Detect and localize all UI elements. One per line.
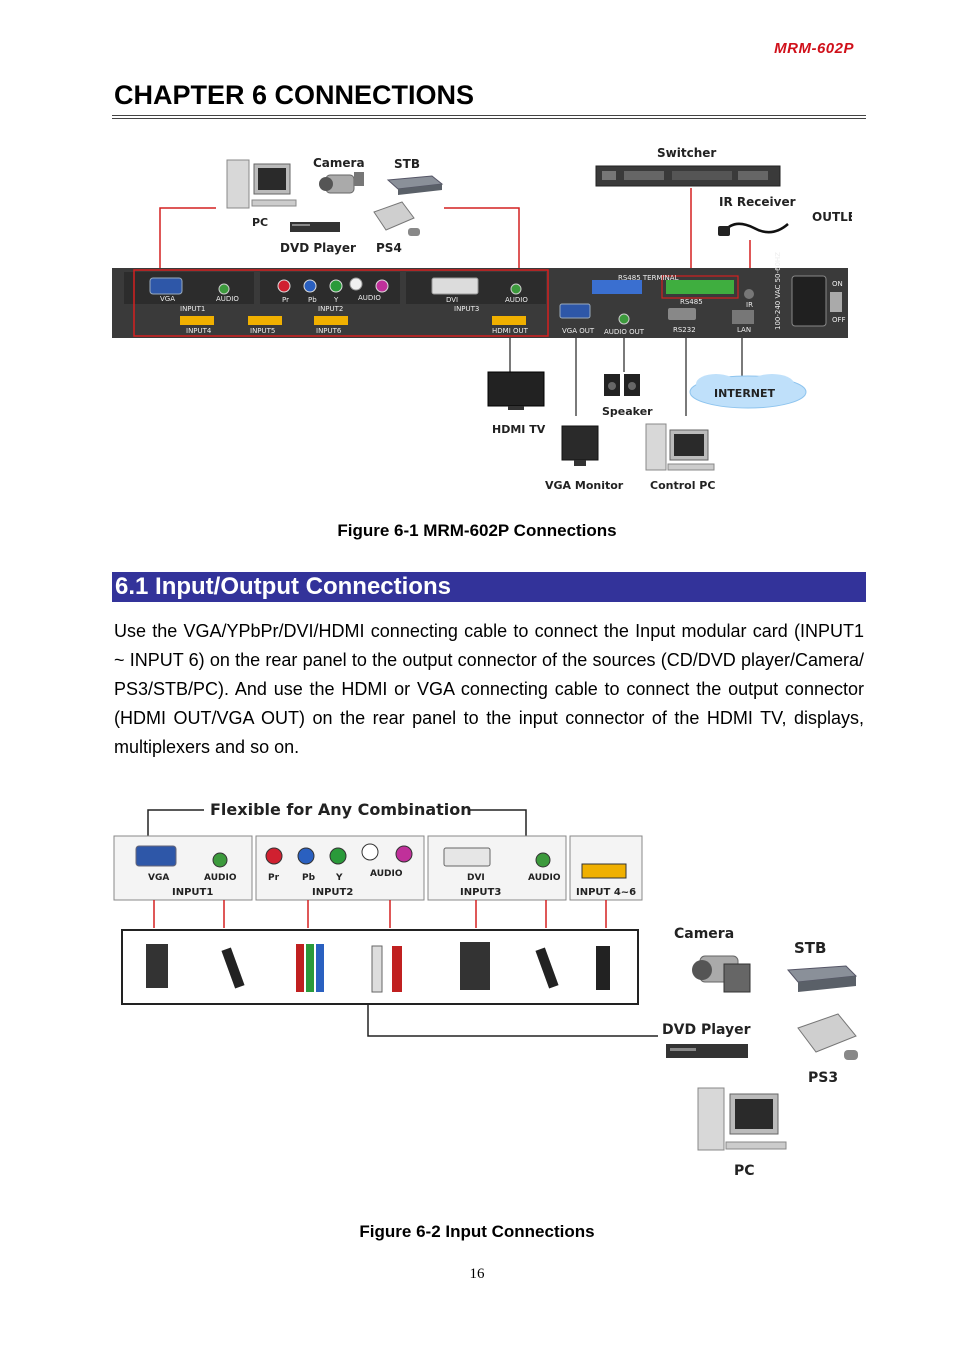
vga-monitor-icon [561,425,599,466]
panel-rs232-label: RS232 [673,326,696,334]
internet-cloud-icon [689,374,807,409]
input-card-4-6 [569,835,643,901]
input-cables [153,900,607,928]
hdmi-tv-icon [487,371,545,410]
vga-monitor-label: VGA Monitor [545,479,624,492]
switcher-device-icon [595,165,781,187]
input-card-2 [255,835,425,901]
figure2-caption: Figure 6-2 Input Connections [359,1222,595,1241]
panel-input3-label: INPUT3 [454,305,479,313]
speaker-label: Speaker [602,405,653,418]
fig2-stb-icon [786,965,858,992]
panel-vga-label: VGA [160,295,175,303]
camera-label: Camera [313,156,365,170]
device-link-line [367,1004,658,1037]
section-title: 6.1 Input/Output Connections [115,573,451,600]
header-rule-lower [112,118,866,119]
stb-device-icon [386,175,444,195]
speaker-icon [604,374,640,396]
header-model-tag: MRM-602P [774,40,854,57]
fig2-pc-label: PC [734,1163,755,1176]
switcher-label: Switcher [657,146,716,160]
outlet-label: OUTLET [812,210,852,224]
card-pb-label: Pb [302,873,316,883]
panel-input5-label: INPUT5 [250,327,275,335]
figure-input-connections-diagram: Flexible for Any Combination VGA AUDIO I… [113,800,858,1176]
fig2-camera-icon [692,955,751,993]
fig2-dvd-icon [666,1044,748,1058]
card-y-label: Y [335,873,343,883]
fig2-pc-icon [697,1087,787,1151]
figure-connections-diagram: Camera STB PC DVD Player PS4 Switcher IR… [112,146,852,492]
section-paragraph: Use the VGA/YPbPr/DVI/HDMI connecting ca… [114,621,864,757]
card-pr-label: Pr [268,873,280,883]
rear-panel: VGA AUDIO Pr Pb Y AUDIO DVI AUDIO INPUT1… [112,252,848,338]
fig2-ps3-label: PS3 [808,1070,838,1086]
card-input3-label: INPUT3 [460,887,501,898]
panel-input1-label: INPUT1 [180,305,205,313]
panel-pr-label: Pr [282,296,289,304]
dvd-device-icon [290,222,340,232]
page-number: 16 [469,1266,485,1282]
camera-device-icon [319,172,364,194]
card-audio-label: AUDIO [204,873,237,883]
panel-hdmi-out-label: HDMI OUT [492,327,529,335]
card-audio2-label: AUDIO [370,869,403,879]
card-vga-label: VGA [148,873,169,883]
fig2-stb-label: STB [794,939,826,957]
panel-off-label: OFF [832,316,846,324]
panel-input6-label: INPUT6 [316,327,342,335]
panel-audio-label: AUDIO [216,295,239,303]
panel-vga-out-label: VGA OUT [562,327,595,335]
card-input2-label: INPUT2 [312,887,353,898]
control-pc-icon [645,423,715,471]
panel-ir-label: IR [746,301,753,309]
panel-input4-label: INPUT4 [186,327,212,335]
fig2-camera-label: Camera [674,926,734,942]
chapter-title: CHAPTER 6 CONNECTIONS [114,80,475,110]
panel-on-label: ON [832,280,843,288]
internet-label: INTERNET [714,387,776,400]
panel-y-label: Y [333,296,339,304]
panel-rs485-label: RS485 [680,298,703,306]
control-pc-label: Control PC [650,479,715,492]
hdmi-tv-label: HDMI TV [492,423,546,436]
panel-rs485-terminal-label: RS485 TERMINAL [618,274,679,282]
ps4-label: PS4 [376,241,402,255]
panel-power-rating-label: 100-240 VAC 50-60HZ [774,252,782,330]
input-card-3 [427,835,567,901]
fig2-ps3-icon [797,1013,858,1060]
fig2-dvd-label: DVD Player [662,1022,751,1038]
panel-pb-label: Pb [308,296,317,304]
pc-label: PC [252,216,268,229]
card-audio3-label: AUDIO [528,873,561,883]
header-rule [112,115,866,116]
output-cables [509,338,743,416]
stb-label: STB [394,157,420,171]
panel-dvi-label: DVI [446,296,458,304]
dvd-label: DVD Player [280,241,356,255]
pc-device-icon [226,159,297,209]
flexible-heading: Flexible for Any Combination [210,800,472,819]
ir-receiver-label: IR Receiver [719,195,796,209]
panel-lan-label: LAN [737,326,751,334]
card-dvi-label: DVI [467,873,485,883]
cable-connectors-box [121,929,639,1005]
card-input1-label: INPUT1 [172,887,213,898]
input-card-1 [113,835,253,901]
panel-audio3-label: AUDIO [505,296,528,304]
section-header-bar [112,572,866,602]
ir-receiver-icon [718,222,789,236]
panel-audio2-label: AUDIO [358,294,381,302]
card-input46-label: INPUT 4~6 [576,887,636,898]
figure1-caption: Figure 6-1 MRM-602P Connections [337,521,617,540]
ps4-device-icon [373,201,420,236]
flexible-bracket [147,809,527,836]
panel-input2-label: INPUT2 [318,305,343,313]
panel-audio-out-label: AUDIO OUT [604,328,645,336]
